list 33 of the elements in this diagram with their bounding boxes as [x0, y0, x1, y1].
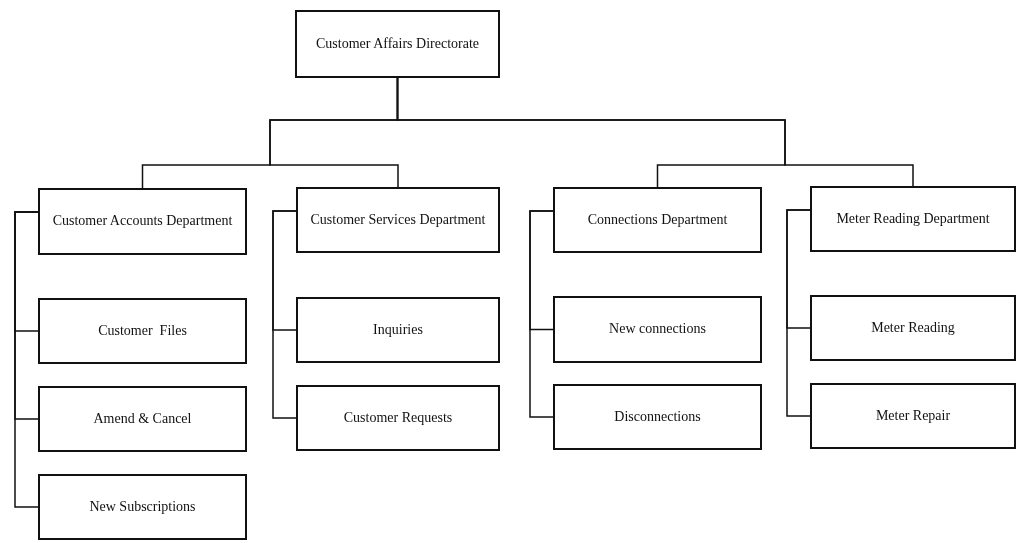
node-label: Customer Requests	[342, 408, 454, 427]
connector-line	[396, 77, 914, 187]
node-label: New connections	[608, 320, 707, 339]
connector-line	[14, 211, 39, 508]
node-label: Customer Services Department	[309, 210, 487, 229]
department-box	[553, 187, 762, 253]
section-box	[296, 297, 500, 363]
section-box	[553, 296, 762, 363]
node-label: Meter Reading	[870, 318, 956, 337]
section-box	[38, 474, 247, 540]
node-label: Meter Repair	[874, 406, 952, 425]
section-box	[810, 295, 1016, 361]
directorate-box	[295, 10, 500, 78]
node-label: Customer Affairs Directorate	[315, 34, 480, 53]
node-label: Inquiries	[372, 320, 424, 339]
connector-line	[272, 210, 297, 419]
node-label: Disconnections	[613, 407, 702, 426]
node-label: Customer Accounts Department	[51, 212, 234, 231]
node-label: Customer Files	[97, 321, 188, 340]
section-box	[38, 386, 247, 452]
connector-line	[786, 209, 811, 417]
department-box	[810, 186, 1016, 252]
section-box	[296, 385, 500, 451]
connector-line	[529, 210, 554, 418]
section-box	[810, 383, 1016, 449]
node-label: Connections Department	[586, 210, 729, 229]
department-box	[296, 187, 500, 253]
node-label: Amend & Cancel	[92, 409, 193, 428]
section-box	[38, 298, 247, 364]
node-label: Meter Reading Department	[835, 209, 991, 228]
node-label: New Subscriptions	[88, 497, 197, 516]
department-box	[38, 188, 247, 255]
section-box	[553, 384, 762, 450]
